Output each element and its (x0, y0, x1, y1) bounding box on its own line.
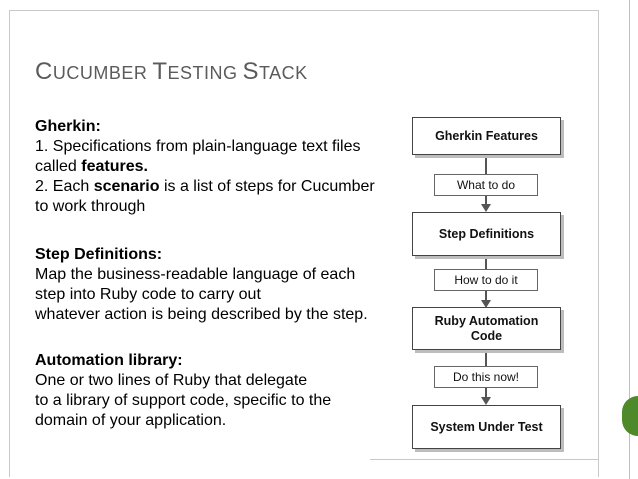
accent-tab (622, 396, 638, 436)
step-definitions-line1: Map the business-readable language of ea… (35, 266, 356, 283)
gherkin-heading: Gherkin: (35, 118, 101, 135)
frame-bottom-line (370, 459, 599, 460)
arrow-down-icon (481, 397, 491, 405)
step-definitions-line3: whatever action is being described by th… (35, 306, 368, 323)
arrow-down-icon (481, 300, 491, 308)
arrow-down-icon (481, 204, 491, 212)
system-under-test-box: System Under Test (412, 405, 561, 449)
slide-frame (9, 10, 599, 477)
what-to-do-label: What to do (434, 174, 538, 196)
automation-library-line2: to a library of support code, specific t… (35, 392, 332, 409)
gherkin-line4: to work through (35, 198, 146, 215)
step-definitions-box: Step Definitions (412, 212, 561, 256)
gherkin-line3: 2. Each scenario is a list of steps for … (35, 178, 375, 195)
gherkin-line2: called features. (35, 158, 148, 175)
automation-library-line3: domain of your application. (35, 412, 227, 429)
step-definitions-line2: step into Ruby code to carry out (35, 286, 261, 303)
step-definitions-heading: Step Definitions: (35, 246, 163, 263)
gherkin-line1: 1. Specifications from plain-language te… (35, 138, 361, 155)
do-this-now-label: Do this now! (434, 366, 538, 388)
automation-library-heading: Automation library: (35, 352, 183, 369)
how-to-do-it-label: How to do it (434, 269, 538, 291)
slide-edge-line (629, 0, 630, 479)
slide-title: CUCUMBER TESTING STACK (35, 58, 308, 85)
automation-library-line1: One or two lines of Ruby that delegate (35, 372, 308, 389)
gherkin-features-box: Gherkin Features (412, 117, 561, 155)
